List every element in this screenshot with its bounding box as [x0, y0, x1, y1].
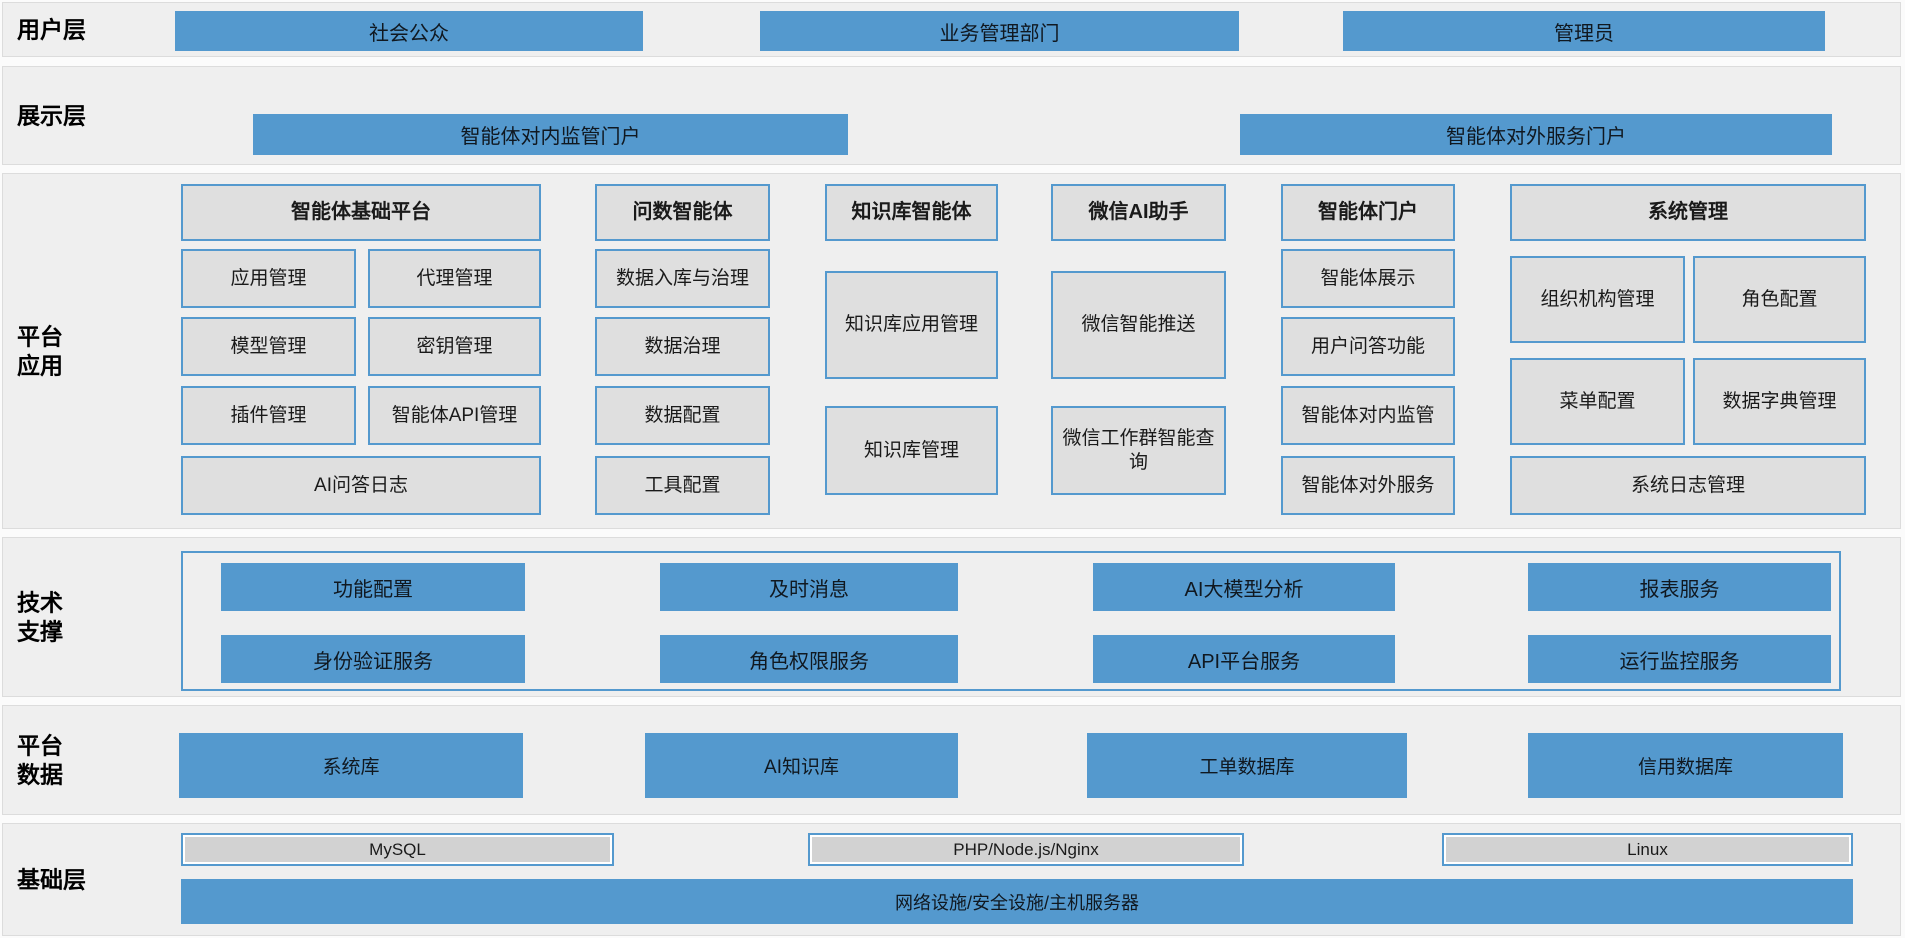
tech-report-service: 报表服务	[1528, 563, 1831, 611]
cell-knowledge-management: 知识库管理	[825, 406, 998, 495]
user-layer-box-public: 社会公众	[175, 11, 643, 51]
col-data-query-agent-header: 问数智能体	[595, 184, 770, 241]
cell-tool-config: 工具配置	[595, 456, 770, 515]
user-layer-label: 用户层	[17, 16, 86, 43]
platform-data-band: 平台 数据 系统库 AI知识库 工单数据库 信用数据库	[2, 705, 1901, 815]
tech-support-frame	[181, 551, 1841, 691]
tech-support-label: 技术 支撑	[17, 588, 63, 646]
cell-agent-display: 智能体展示	[1281, 249, 1455, 308]
cell-agent-proxy-management: 代理管理	[368, 249, 541, 308]
platform-app-label-line1: 平台	[17, 323, 63, 350]
col-system-management-header: 系统管理	[1510, 184, 1866, 241]
cell-org-management: 组织机构管理	[1510, 256, 1685, 343]
db-system: 系统库	[179, 733, 523, 798]
base-infrastructure-bar: 网络设施/安全设施/主机服务器	[181, 879, 1853, 924]
col-knowledge-agent-header: 知识库智能体	[825, 184, 998, 241]
tech-instant-message: 及时消息	[660, 563, 958, 611]
cell-plugin-management: 插件管理	[181, 386, 356, 445]
cell-data-config: 数据配置	[595, 386, 770, 445]
tech-api-platform: API平台服务	[1093, 635, 1395, 683]
platform-app-band: 平台 应用 智能体基础平台 应用管理 代理管理 模型管理 密钥管理 插件管理 智…	[2, 173, 1901, 529]
cell-app-management: 应用管理	[181, 249, 356, 308]
cell-agent-external-service: 智能体对外服务	[1281, 456, 1455, 515]
cell-knowledge-app-management: 知识库应用管理	[825, 271, 998, 379]
cell-data-ingest-governance: 数据入库与治理	[595, 249, 770, 308]
cell-data-governance: 数据治理	[595, 317, 770, 376]
user-layer-box-admin: 管理员	[1343, 11, 1825, 51]
cell-menu-config: 菜单配置	[1510, 358, 1685, 445]
cell-ai-qa-log: AI问答日志	[181, 456, 541, 515]
base-mysql: MySQL	[181, 833, 614, 866]
col-wechat-ai-header: 微信AI助手	[1051, 184, 1226, 241]
portal-internal-supervision: 智能体对内监管门户	[253, 114, 848, 155]
col-agent-base-platform-header: 智能体基础平台	[181, 184, 541, 241]
cell-system-log-management: 系统日志管理	[1510, 456, 1866, 515]
platform-data-label: 平台 数据	[17, 731, 63, 789]
base-layer-band: 基础层 MySQL PHP/Node.js/Nginx Linux 网络设施/安…	[2, 823, 1901, 936]
tech-support-label-line1: 技术	[17, 589, 63, 616]
base-layer-label: 基础层	[17, 866, 86, 893]
platform-data-label-line2: 数据	[17, 761, 63, 787]
db-work-order: 工单数据库	[1087, 733, 1407, 798]
tech-support-band: 技术 支撑 功能配置 及时消息 AI大模型分析 报表服务 身份验证服务 角色权限…	[2, 537, 1901, 697]
db-ai-knowledge: AI知识库	[645, 733, 958, 798]
col-agent-portal-header: 智能体门户	[1281, 184, 1455, 241]
cell-key-management: 密钥管理	[368, 317, 541, 376]
platform-app-label-line2: 应用	[17, 352, 63, 378]
display-layer-band: 展示层 智能体对内监管门户 智能体对外服务门户	[2, 66, 1901, 165]
cell-role-config: 角色配置	[1693, 256, 1866, 343]
tech-operation-monitoring: 运行监控服务	[1528, 635, 1831, 683]
base-linux: Linux	[1442, 833, 1853, 866]
display-layer-label: 展示层	[17, 102, 86, 129]
tech-function-config: 功能配置	[221, 563, 525, 611]
cell-data-dictionary: 数据字典管理	[1693, 358, 1866, 445]
user-layer-band: 用户层 社会公众 业务管理部门 管理员	[2, 2, 1901, 57]
platform-data-label-line1: 平台	[17, 732, 63, 759]
cell-wechat-smart-push: 微信智能推送	[1051, 271, 1226, 379]
cell-agent-internal-supervision: 智能体对内监管	[1281, 386, 1455, 445]
cell-wechat-group-query: 微信工作群智能查询	[1051, 406, 1226, 495]
cell-user-qa-function: 用户问答功能	[1281, 317, 1455, 376]
cell-agent-api-management: 智能体API管理	[368, 386, 541, 445]
portal-external-service: 智能体对外服务门户	[1240, 114, 1832, 155]
tech-support-label-line2: 支撑	[17, 618, 63, 644]
user-layer-box-business-dept: 业务管理部门	[760, 11, 1239, 51]
cell-model-management: 模型管理	[181, 317, 356, 376]
platform-app-label: 平台 应用	[17, 322, 63, 380]
db-credit: 信用数据库	[1528, 733, 1843, 798]
tech-identity-verification: 身份验证服务	[221, 635, 525, 683]
tech-ai-llm-analysis: AI大模型分析	[1093, 563, 1395, 611]
tech-role-permission: 角色权限服务	[660, 635, 958, 683]
base-php-node-nginx: PHP/Node.js/Nginx	[808, 833, 1244, 866]
